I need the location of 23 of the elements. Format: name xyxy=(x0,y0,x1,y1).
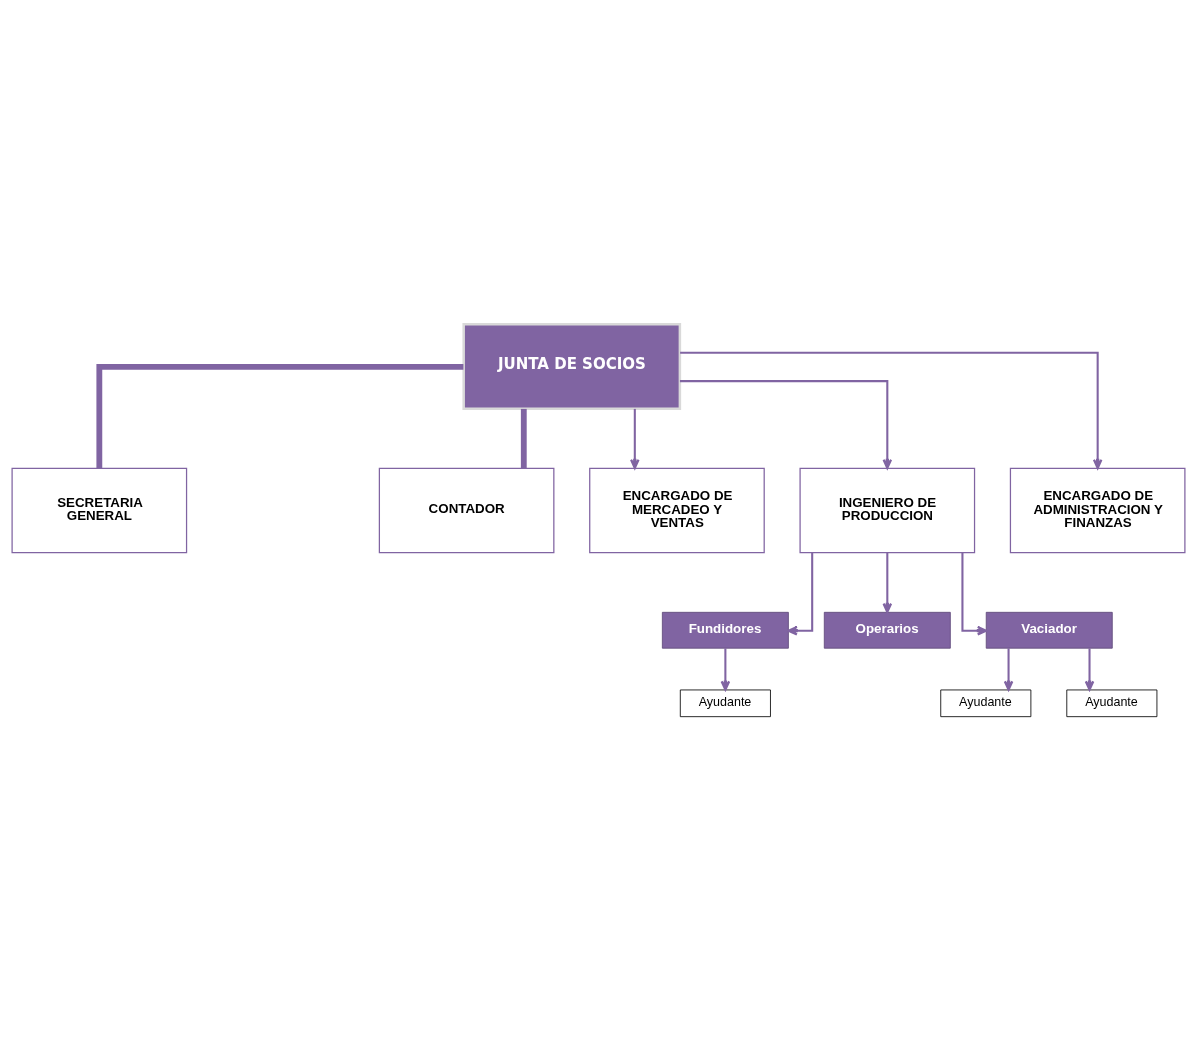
connector xyxy=(520,408,527,469)
node-box: SECRETARIA GENERAL xyxy=(11,467,188,554)
node-box: Fundidores xyxy=(661,611,789,649)
node-box: Operarios xyxy=(823,611,951,649)
node-box: ENCARGADO DE ADMINISTRACION Y FINANZAS xyxy=(1009,467,1186,554)
arrow xyxy=(720,648,731,691)
arrow xyxy=(882,552,893,614)
arrow xyxy=(630,408,640,470)
connector xyxy=(96,364,464,469)
node-box: Ayudante xyxy=(940,689,1032,718)
node-box: INGENIERO DE PRODUCCION xyxy=(799,467,976,554)
node-box: ENCARGADO DE MERCADEO Y VENTAS xyxy=(589,467,765,554)
arrow xyxy=(680,351,1103,470)
arrow xyxy=(1084,648,1095,691)
node-box: JUNTA DE SOCIOS xyxy=(462,323,682,410)
arrow xyxy=(961,552,988,636)
node-box: Ayudante xyxy=(679,689,771,718)
arrow xyxy=(679,380,893,470)
arrow xyxy=(1003,648,1014,691)
arrow xyxy=(787,552,814,636)
node-box: Ayudante xyxy=(1066,689,1158,718)
node-box: CONTADOR xyxy=(378,467,555,554)
node-box: Vaciador xyxy=(985,611,1113,649)
